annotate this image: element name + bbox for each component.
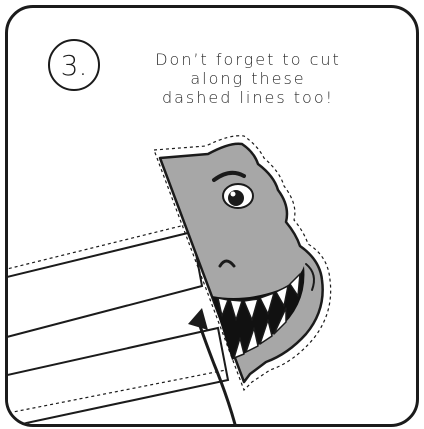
paper-strip-upper	[8, 224, 202, 338]
paper-strip-lower	[8, 328, 228, 424]
instruction-card: 3. Don’t forget to cut along these dashe…	[5, 5, 419, 427]
cutting-illustration	[8, 8, 416, 424]
